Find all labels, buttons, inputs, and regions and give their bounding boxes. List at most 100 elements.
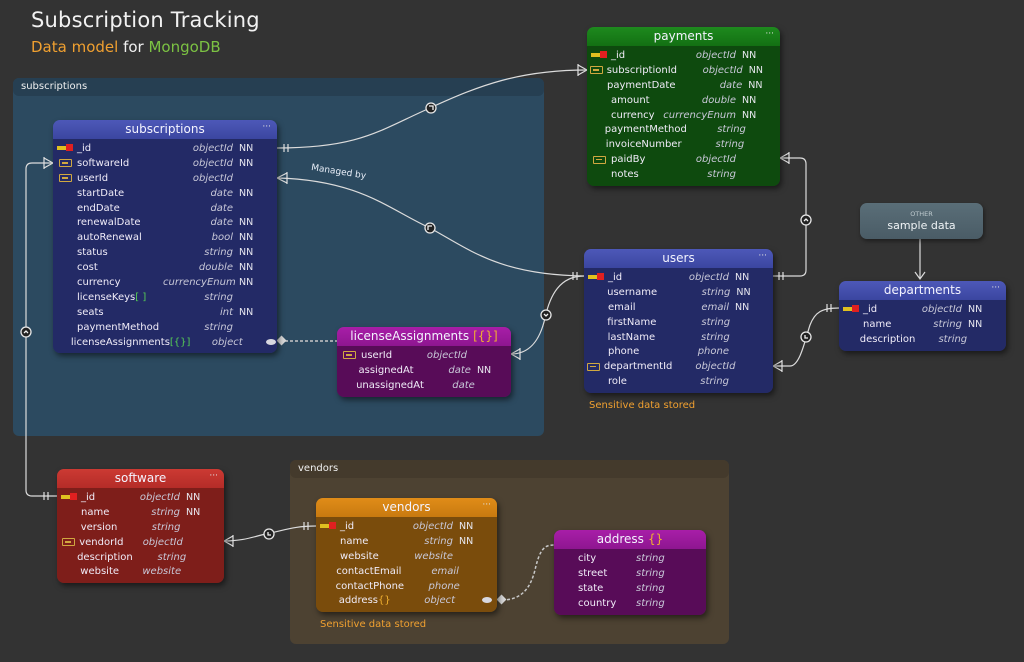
entity-header[interactable]: address{} [554, 530, 706, 549]
more-options-icon[interactable]: ··· [262, 122, 271, 132]
eye-icon[interactable] [265, 338, 276, 345]
entity-header[interactable]: subscriptions··· [53, 120, 277, 139]
not-null-flag: NN [239, 187, 254, 199]
entity-header[interactable]: licenseAssignments[{}] [337, 327, 511, 346]
field-type: objectId [139, 491, 180, 503]
field-row[interactable]: address{}object [316, 593, 497, 608]
field-type: string [151, 521, 181, 533]
container-title[interactable]: vendors [290, 460, 729, 478]
container-title[interactable]: subscriptions [13, 78, 544, 96]
field-name-text: renewalDate [77, 217, 141, 229]
entity-type-suffix: [{}] [473, 329, 498, 343]
field-name-text: _id [77, 142, 92, 154]
subtitle-data-model: Data model [31, 38, 119, 56]
entity-header[interactable]: payments··· [587, 27, 780, 46]
not-null-flag: NN [735, 301, 750, 313]
field-name-text: departmentId [603, 361, 673, 373]
field-row[interactable]: licenseKeys[ ]string [53, 290, 277, 305]
more-options-icon[interactable]: ··· [991, 283, 1000, 293]
more-options-icon[interactable]: ··· [482, 500, 491, 510]
field-name-text: autoRenewal [77, 232, 142, 244]
more-options-icon[interactable]: ··· [765, 29, 774, 39]
entity-header[interactable]: software··· [57, 469, 224, 488]
not-null-flag: NN [239, 142, 254, 154]
primary-key-icon [587, 51, 611, 59]
entity-header[interactable]: departments··· [839, 281, 1006, 300]
other-sample-data-box[interactable]: OTHER sample data [860, 203, 983, 239]
field-row[interactable]: licenseAssignments[{}]object [53, 335, 277, 350]
field-name: assignedAt [359, 365, 414, 376]
field-name: softwareId [77, 158, 163, 169]
more-options-icon[interactable]: ··· [209, 471, 218, 481]
entity-header[interactable]: vendors··· [316, 498, 497, 517]
more-options-icon[interactable]: ··· [758, 251, 767, 261]
field-name-text: notes [611, 169, 639, 181]
entity-header[interactable]: users··· [584, 249, 773, 268]
field-name: contactEmail [336, 566, 401, 577]
field-name: _id [608, 272, 653, 283]
field-name: licenseKeys[ ] [77, 292, 163, 303]
link-midpoint-icon [800, 214, 812, 226]
eye-icon[interactable] [481, 597, 492, 604]
